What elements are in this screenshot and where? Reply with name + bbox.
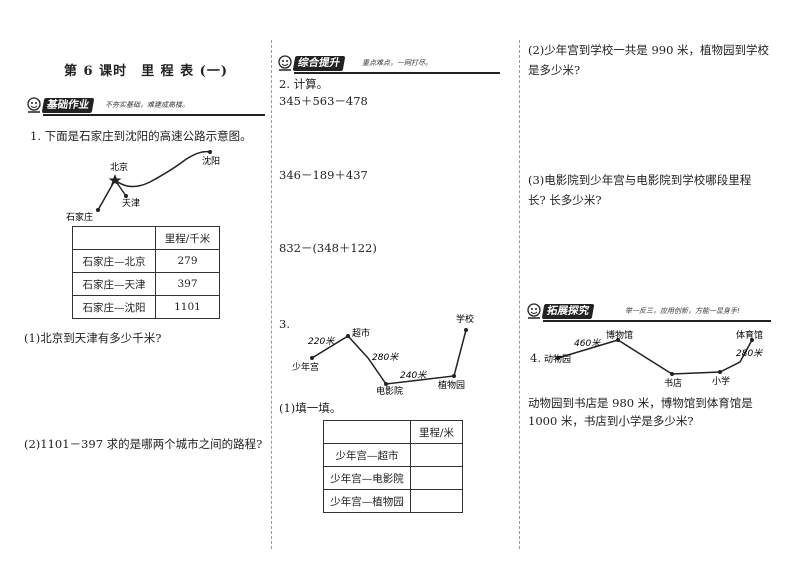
map-label-museum: 博物馆 [606,329,633,341]
question-4-line1: 动物园到书店是 980 米，博物馆到体育馆是 [528,396,753,410]
street-map: 动物园 博物馆 书店 小学 体育馆 460米 280米 [544,329,763,389]
section-badge: 拓展探究 [541,304,595,319]
table-header-cell: 里程/米 [410,420,463,444]
question-3-3-line1: (3)电影院到少年宫与电影院到学校哪段里程 [528,173,752,187]
table-cell: 石家庄—天津 [72,272,156,296]
map-label-zoo: 动物园 [544,353,571,365]
section-motto: 重点难点，一网打尽。 [362,59,432,67]
map-label-shenyang: 沈阳 [202,155,220,167]
question-3: 3. [279,317,290,331]
distance-label: 280米 [736,348,763,359]
distance-label: 240米 [400,370,427,381]
map-label-shijiazhuang: 石家庄 [66,211,93,223]
lesson-title: 第 6 课时 里 程 表 (一) [64,64,228,79]
question-4: 4. [530,351,541,365]
section-motto: 不夯实基础，难建成高楼。 [105,101,189,109]
mascot-icon [527,303,541,319]
section-rule [543,320,771,322]
map-label-gym: 体育馆 [736,329,763,341]
table-cell: 1101 [155,295,220,319]
section-comprehensive-header: 综合提升 重点难点，一网打尽。 [276,54,500,74]
question-3-3-line2: 长? 长多少米? [528,193,602,207]
answer-cell[interactable] [410,443,463,467]
distance-table-m: 里程/米 少年宫—超市 少年宫—电影院 少年宫—植物园 [323,420,463,513]
map-label-school: 学校 [456,313,474,325]
map-label-beijing: 北京 [110,161,128,173]
table-row: 石家庄—北京 279 [72,249,220,273]
answer-cell[interactable] [410,466,463,490]
column-divider [519,40,520,549]
section-motto: 举一反三，应用创新，方能一显身手! [625,307,740,315]
question-3-2-line1: (2)少年宫到学校一共是 990 米，植物园到学校 [528,43,770,57]
answer-cell[interactable] [410,489,463,513]
distance-label: 220米 [308,336,335,347]
table-row: 少年宫—电影院 [323,466,463,490]
calc-item: 832－(348＋122) [279,241,377,255]
table-cell: 石家庄—沈阳 [72,295,156,319]
question-1-1: (1)北京到天津有多少千米? [24,331,162,345]
table-cell: 少年宫—超市 [323,443,411,467]
table-header-cell [323,420,411,444]
map-label-primary: 小学 [712,375,730,387]
table-row: 石家庄—沈阳 1101 [72,295,220,319]
map-label-supermarket: 超市 [352,327,370,339]
question-1-2: (2)1101－397 求的是哪两个城市之间的路程? [24,437,263,451]
map-label-bookstore: 书店 [664,377,682,389]
table-cell: 397 [155,272,220,296]
map-label-tianjin: 天津 [122,198,140,209]
distance-table-km: 里程/千米 石家庄—北京 279 石家庄—天津 397 石家庄—沈阳 1101 [72,226,220,319]
section-basic-header: 基础作业 不夯实基础，难建成高楼。 [25,96,265,116]
section-badge: 基础作业 [41,98,95,113]
section-rule [294,72,500,74]
table-cell: 石家庄—北京 [72,249,156,273]
question-2: 2. 计算。 [279,77,329,91]
calc-item: 346－189＋437 [279,168,368,182]
table-row: 少年宫—超市 [323,443,463,467]
calc-item: 345＋563－478 [279,94,368,108]
map-label-botanical: 植物园 [438,379,465,391]
mascot-icon [278,55,292,71]
question-3-1: (1)填一填。 [279,401,342,415]
mascot-icon [27,97,41,113]
map-label-youth-palace: 少年宫 [292,361,319,373]
map-label-cinema: 电影院 [376,385,403,396]
section-badge: 综合提升 [292,56,346,71]
distance-label: 280米 [372,352,399,363]
question-3-2-line2: 是多少米? [528,63,581,77]
table-cell: 279 [155,249,220,273]
section-rule [43,114,265,116]
table-header-cell: 里程/千米 [155,226,220,250]
column-divider [271,40,272,549]
table-row: 少年宫—植物园 [323,489,463,513]
table-cell: 少年宫—植物园 [323,489,411,513]
distance-label: 460米 [574,338,601,349]
table-row: 石家庄—天津 397 [72,272,220,296]
highway-map: 北京 天津 石家庄 沈阳 [66,150,220,223]
table-header-cell [72,226,156,250]
question-4-line2: 1000 米，书店到小学是多少米? [528,414,694,428]
question-1: 1. 下面是石家庄到沈阳的高速公路示意图。 [30,129,252,143]
section-extend-header: 拓展探究 举一反三，应用创新，方能一显身手! [525,302,771,322]
table-cell: 少年宫—电影院 [323,466,411,490]
star-icon [108,174,122,186]
route-map: 少年宫 超市 电影院 植物园 学校 220米 280米 240米 [292,313,474,396]
